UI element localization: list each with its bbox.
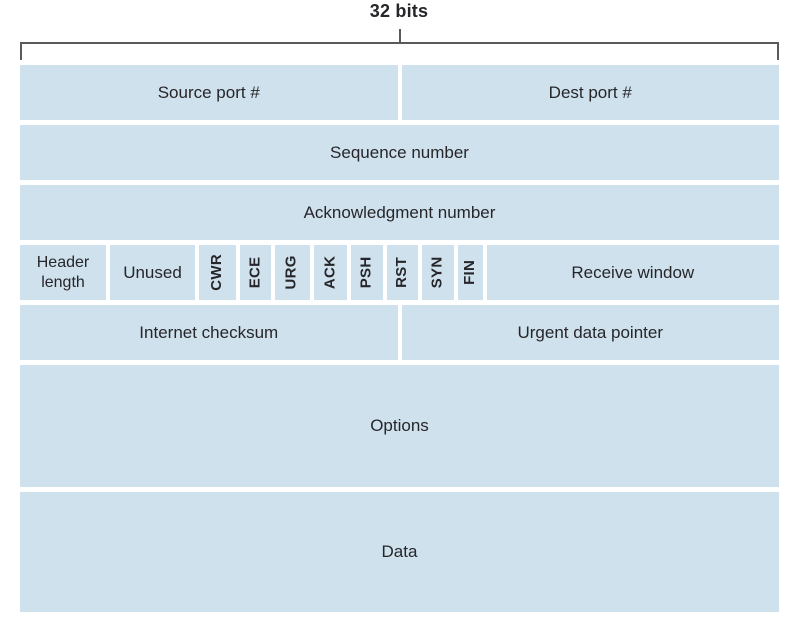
field-header-length: Header length — [20, 245, 106, 300]
flag-ece: ECE — [239, 245, 272, 300]
bracket-center-tick — [399, 29, 401, 42]
field-sequence-number: Sequence number — [20, 125, 779, 180]
flag-psh: PSH — [351, 245, 383, 300]
flag-ece-label: ECE — [246, 256, 264, 289]
field-source-port: Source port # — [20, 65, 398, 120]
flag-rst-label: RST — [392, 257, 410, 288]
field-sequence-number-label: Sequence number — [330, 142, 469, 162]
row-acknowledgment: Acknowledgment number — [20, 185, 779, 240]
field-ack-number: Acknowledgment number — [20, 185, 779, 240]
flag-cwr: CWR — [199, 245, 236, 300]
flag-syn: SYN — [421, 245, 454, 300]
flag-syn-label: SYN — [428, 256, 446, 289]
field-dest-port: Dest port # — [401, 65, 779, 120]
row-data: Data — [20, 492, 779, 612]
flag-fin-label: FIN — [460, 259, 478, 286]
field-internet-checksum: Internet checksum — [20, 305, 398, 360]
flag-rst: RST — [386, 245, 418, 300]
field-urgent-data-pointer-label: Urgent data pointer — [517, 322, 664, 342]
field-source-port-label: Source port # — [157, 82, 260, 102]
flag-ack: ACK — [313, 245, 348, 300]
field-data-label: Data — [381, 542, 418, 562]
field-receive-window-label: Receive window — [571, 262, 695, 282]
field-options-label: Options — [370, 416, 429, 436]
segment-table: Source port # Dest port # Sequence numbe… — [20, 65, 779, 612]
flag-urg: URG — [275, 245, 310, 300]
bits-width-label: 32 bits — [369, 1, 429, 21]
field-urgent-data-pointer: Urgent data pointer — [401, 305, 779, 360]
row-flags: Header length Unused CWR ECE URG ACK PSH… — [20, 245, 779, 300]
field-internet-checksum-label: Internet checksum — [139, 322, 279, 342]
flag-psh-label: PSH — [357, 256, 375, 289]
row-options: Options — [20, 365, 779, 487]
field-header-length-label: Header length — [36, 253, 90, 291]
field-options: Options — [20, 365, 779, 487]
width-bracket — [20, 42, 779, 60]
field-ack-number-label: Acknowledgment number — [303, 202, 496, 222]
flag-cwr-label: CWR — [207, 254, 225, 291]
flag-ack-label: ACK — [321, 255, 339, 290]
field-data: Data — [20, 492, 779, 612]
field-unused-label: Unused — [123, 262, 182, 282]
row-sequence: Sequence number — [20, 125, 779, 180]
row-ports: Source port # Dest port # — [20, 65, 779, 120]
field-receive-window: Receive window — [486, 245, 779, 300]
row-checksum: Internet checksum Urgent data pointer — [20, 305, 779, 360]
field-unused: Unused — [110, 245, 195, 300]
flag-fin: FIN — [457, 245, 483, 300]
flag-urg-label: URG — [283, 255, 301, 290]
field-dest-port-label: Dest port # — [548, 82, 632, 102]
